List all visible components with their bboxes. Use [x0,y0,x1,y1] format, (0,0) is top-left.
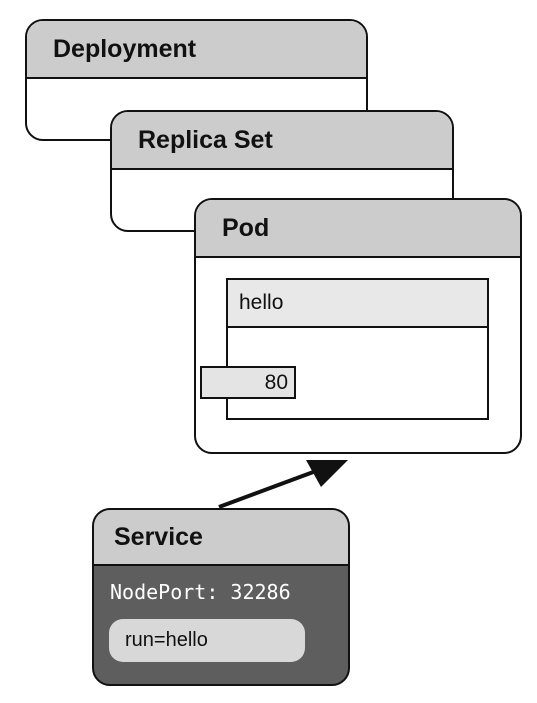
replica-set-title: Replica Set [112,112,452,170]
container-name: hello [228,280,487,328]
service-title: Service [94,510,348,566]
pod-title: Pod [196,200,520,258]
arrow-line [218,469,317,509]
deployment-title: Deployment [27,21,366,79]
container-box: hello [226,278,489,420]
node-port-label: NodePort: 32286 [110,580,291,604]
service-selector-pill: run=hello [109,619,305,662]
deployment-box: Deployment [25,19,368,141]
arrow-head [306,460,348,487]
container-port-badge: 80 [200,366,296,399]
service-box: Service NodePort: 32286 run=hello [92,508,350,686]
pod-box: Pod hello [194,198,522,454]
